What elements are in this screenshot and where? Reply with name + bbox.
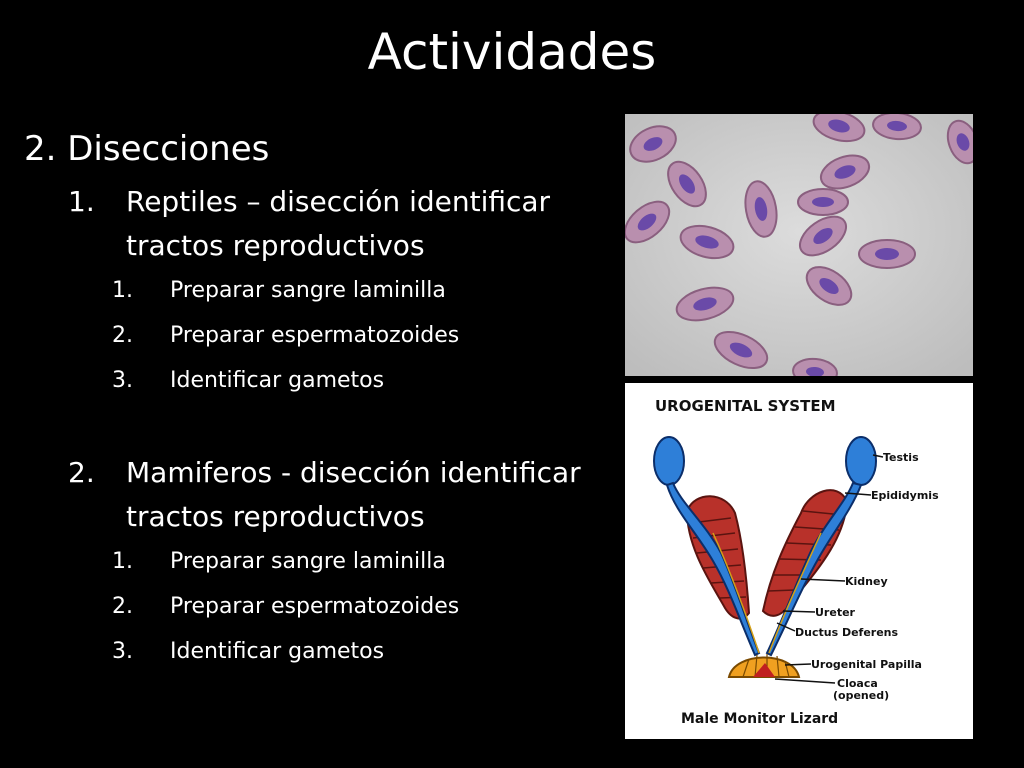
sub-item: 2. Preparar espermatozoides xyxy=(24,584,594,629)
outline-text: Mamiferos - disección identificar tracto… xyxy=(126,456,581,533)
blood-cells xyxy=(625,114,973,376)
label-ductus-deferens: Ductus Deferens xyxy=(795,626,899,639)
blood-smear-image xyxy=(625,114,973,376)
sub-item: 1. Preparar sangre laminilla xyxy=(24,268,594,313)
outline-number: 2. xyxy=(68,456,95,489)
sub-item-text: Identificar gametos xyxy=(170,368,385,393)
testis-shapes xyxy=(653,436,877,657)
outline-item-mamiferos: 2. Mamiferos - disección identificar tra… xyxy=(24,451,596,539)
papilla-shape xyxy=(727,654,801,678)
blood-smear-photo xyxy=(625,114,973,376)
sub-item-text: Preparar espermatozoides xyxy=(170,594,460,619)
spacer xyxy=(24,403,594,443)
slide-outline: 2. Disecciones 1. Reptiles – disección i… xyxy=(24,126,594,674)
sub-item-number: 1. xyxy=(112,278,133,303)
label-testis: Testis xyxy=(883,451,919,464)
label-ureter: Ureter xyxy=(815,606,856,619)
label-cloaca-note: (opened) xyxy=(833,689,889,702)
ductus-lines xyxy=(712,532,822,654)
sub-item-number: 1. xyxy=(112,549,133,574)
sub-item-number: 3. xyxy=(112,639,133,664)
sub-item-text: Preparar sangre laminilla xyxy=(170,549,446,574)
sub-item-text: Preparar espermatozoides xyxy=(170,323,460,348)
sub-item-text: Identificar gametos xyxy=(170,639,385,664)
diagram-heading: UROGENITAL SYSTEM xyxy=(655,397,836,415)
urogenital-diagram: UROGENITAL SYSTEM xyxy=(625,383,973,739)
sub-item: 1. Preparar sangre laminilla xyxy=(24,539,594,584)
leader-lines xyxy=(774,454,884,684)
outline-text: Reptiles – disección identificar tractos… xyxy=(126,185,551,262)
label-cloaca: Cloaca xyxy=(837,677,878,690)
urogenital-diagram-svg: UROGENITAL SYSTEM xyxy=(653,397,939,727)
section-heading: 2. Disecciones xyxy=(24,129,270,169)
outline-number: 1. xyxy=(68,185,95,218)
label-epididymis: Epididymis xyxy=(871,489,939,502)
sub-item-number: 2. xyxy=(112,323,133,348)
diagram-caption: Male Monitor Lizard xyxy=(681,711,838,727)
outline-item-reptiles: 1. Reptiles – disección identificar trac… xyxy=(24,180,596,268)
sub-item-number: 3. xyxy=(112,368,133,393)
slide-title: Actividades xyxy=(367,23,657,81)
sub-item: 3. Identificar gametos xyxy=(24,358,594,403)
label-urogenital-papilla: Urogenital Papilla xyxy=(811,658,922,671)
sub-item-number: 2. xyxy=(112,594,133,619)
label-kidney: Kidney xyxy=(845,575,888,588)
sub-item: 2. Preparar espermatozoides xyxy=(24,313,594,358)
sub-item-text: Preparar sangre laminilla xyxy=(170,278,446,303)
sub-item: 3. Identificar gametos xyxy=(24,629,594,674)
